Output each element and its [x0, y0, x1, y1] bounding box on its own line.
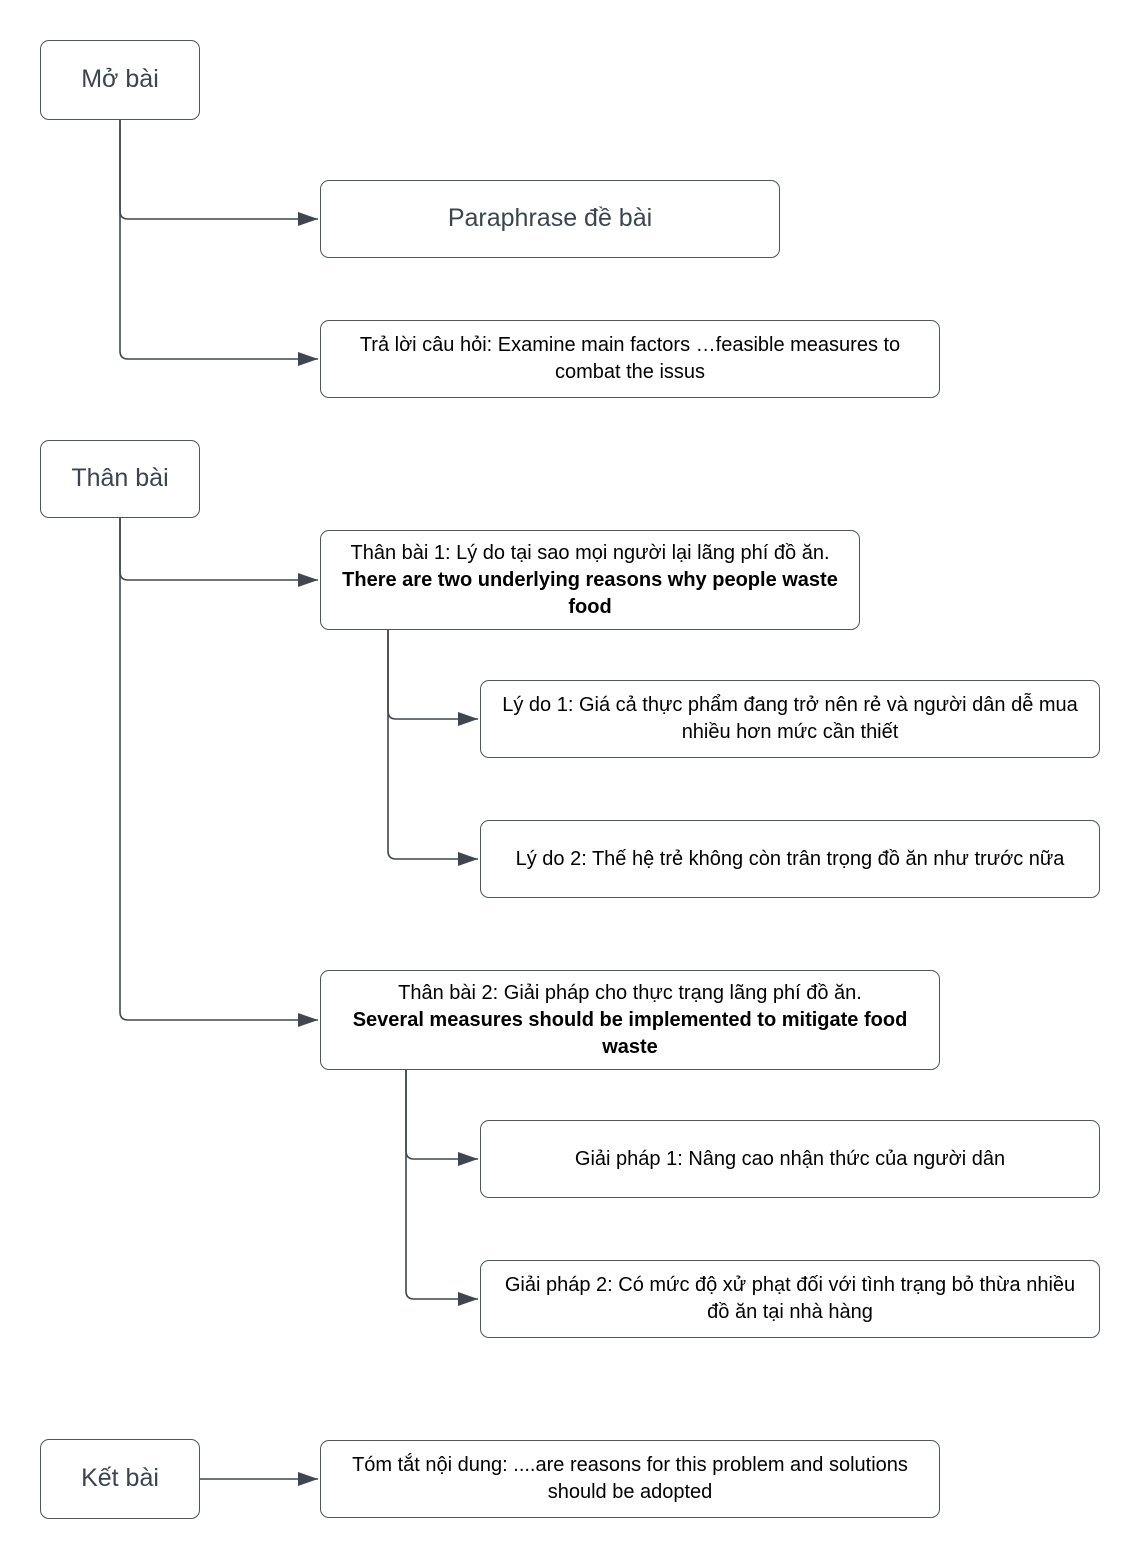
node-ly-do-2: Lý do 2: Thế hệ trẻ không còn trân trọng… — [480, 820, 1100, 898]
connector-mo-bai-tra-loi — [119, 120, 318, 366]
node-than-bai: Thân bài — [40, 440, 200, 518]
node-tom-tat-label: Tóm tắt nội dung: ....are reasons for th… — [352, 1454, 908, 1503]
node-mo-bai-label: Mở bài — [81, 65, 159, 94]
node-paraphrase-label: Paraphrase đề bài — [447, 204, 653, 233]
connector-than-bai-than-bai-2 — [119, 518, 318, 1027]
node-than-bai-2-line1: Thân bài 2: Giải pháp cho thực trạng lãn… — [398, 981, 862, 1004]
node-ly-do-1-label: Lý do 1: Giá cả thực phẩm đang trở nên r… — [502, 694, 1078, 743]
node-ket-bai: Kết bài — [40, 1439, 200, 1519]
connector-than-bai-2-giai-phap-2 — [405, 1070, 478, 1306]
node-mo-bai: Mở bài — [40, 40, 200, 120]
node-than-bai-1-line1: Thân bài 1: Lý do tại sao mọi người lại … — [350, 541, 830, 564]
node-than-bai-label: Thân bài — [71, 464, 169, 493]
node-ly-do-1: Lý do 1: Giá cả thực phẩm đang trở nên r… — [480, 680, 1100, 758]
connector-than-bai-2-giai-phap-1 — [405, 1070, 478, 1166]
node-ket-bai-label: Kết bài — [81, 1464, 159, 1493]
node-than-bai-1: Thân bài 1: Lý do tại sao mọi người lại … — [320, 530, 860, 630]
node-paraphrase: Paraphrase đề bài — [320, 180, 780, 258]
connector-than-bai-1-ly-do-2 — [387, 630, 478, 866]
node-tra-loi-cau-hoi: Trả lời câu hỏi: Examine main factors …f… — [320, 320, 940, 398]
node-giai-phap-1: Giải pháp 1: Nâng cao nhận thức của ngườ… — [480, 1120, 1100, 1198]
node-giai-phap-2-label: Giải pháp 2: Có mức độ xử phạt đối với t… — [504, 1274, 1076, 1323]
connector-than-bai-than-bai-1 — [119, 518, 318, 587]
node-giai-phap-2: Giải pháp 2: Có mức độ xử phạt đối với t… — [480, 1260, 1100, 1338]
node-giai-phap-1-label: Giải pháp 1: Nâng cao nhận thức của ngườ… — [574, 1147, 1006, 1170]
node-than-bai-1-line2: There are two underlying reasons why peo… — [342, 568, 838, 618]
node-than-bai-2-line2: Several measures should be implemented t… — [352, 1008, 908, 1058]
node-tom-tat: Tóm tắt nội dung: ....are reasons for th… — [320, 1440, 940, 1518]
connector-mo-bai-paraphrase — [119, 120, 318, 226]
connector-than-bai-1-ly-do-1 — [387, 630, 478, 726]
node-tra-loi-label: Trả lời câu hỏi: Examine main factors …f… — [359, 334, 901, 383]
node-ly-do-2-label: Lý do 2: Thế hệ trẻ không còn trân trọng… — [515, 847, 1065, 870]
node-than-bai-2: Thân bài 2: Giải pháp cho thực trạng lãn… — [320, 970, 940, 1070]
